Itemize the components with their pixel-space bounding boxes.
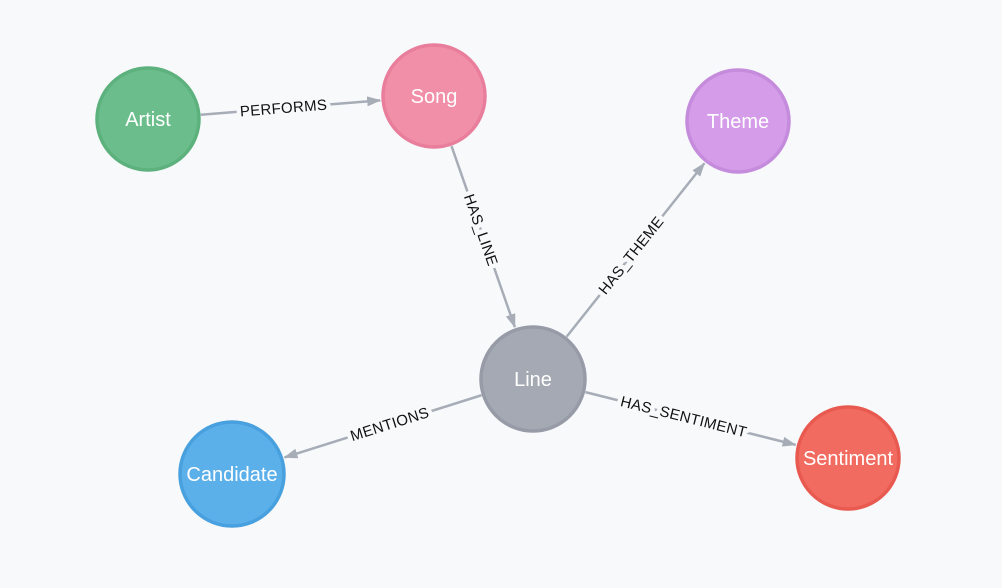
node-circle[interactable] bbox=[178, 420, 286, 528]
edge-label[interactable]: MENTIONS bbox=[344, 400, 436, 450]
edge-has-line[interactable]: HAS_LINE bbox=[450, 145, 517, 329]
node-circle[interactable] bbox=[95, 66, 201, 172]
node-line[interactable]: Line bbox=[479, 325, 587, 433]
node-theme[interactable]: Theme bbox=[685, 68, 791, 174]
edge-line[interactable] bbox=[200, 96, 382, 116]
edge-line[interactable] bbox=[283, 394, 482, 459]
node-circle[interactable] bbox=[381, 43, 487, 149]
edge-line[interactable] bbox=[565, 162, 706, 338]
node-circle[interactable] bbox=[685, 68, 791, 174]
edge-label[interactable]: PERFORMS bbox=[235, 92, 332, 125]
edge-line[interactable] bbox=[450, 145, 517, 329]
edge-has-theme[interactable]: HAS_THEME bbox=[565, 162, 706, 338]
node-candidate[interactable]: Candidate bbox=[178, 420, 286, 528]
edge-label[interactable]: HAS_SENTIMENT bbox=[614, 389, 753, 446]
node-artist[interactable]: Artist bbox=[95, 66, 201, 172]
edge-mentions[interactable]: MENTIONS bbox=[283, 394, 482, 459]
edge-line[interactable] bbox=[585, 390, 797, 447]
node-song[interactable]: Song bbox=[381, 43, 487, 149]
node-circle[interactable] bbox=[795, 405, 901, 511]
edge-label[interactable]: HAS_LINE bbox=[456, 187, 506, 272]
edge-performs[interactable]: PERFORMS bbox=[200, 92, 382, 125]
node-circle[interactable] bbox=[479, 325, 587, 433]
edge-label[interactable]: HAS_THEME bbox=[591, 209, 672, 302]
edge-has-sentiment[interactable]: HAS_SENTIMENT bbox=[585, 389, 797, 447]
node-sentiment[interactable]: Sentiment bbox=[795, 405, 901, 511]
